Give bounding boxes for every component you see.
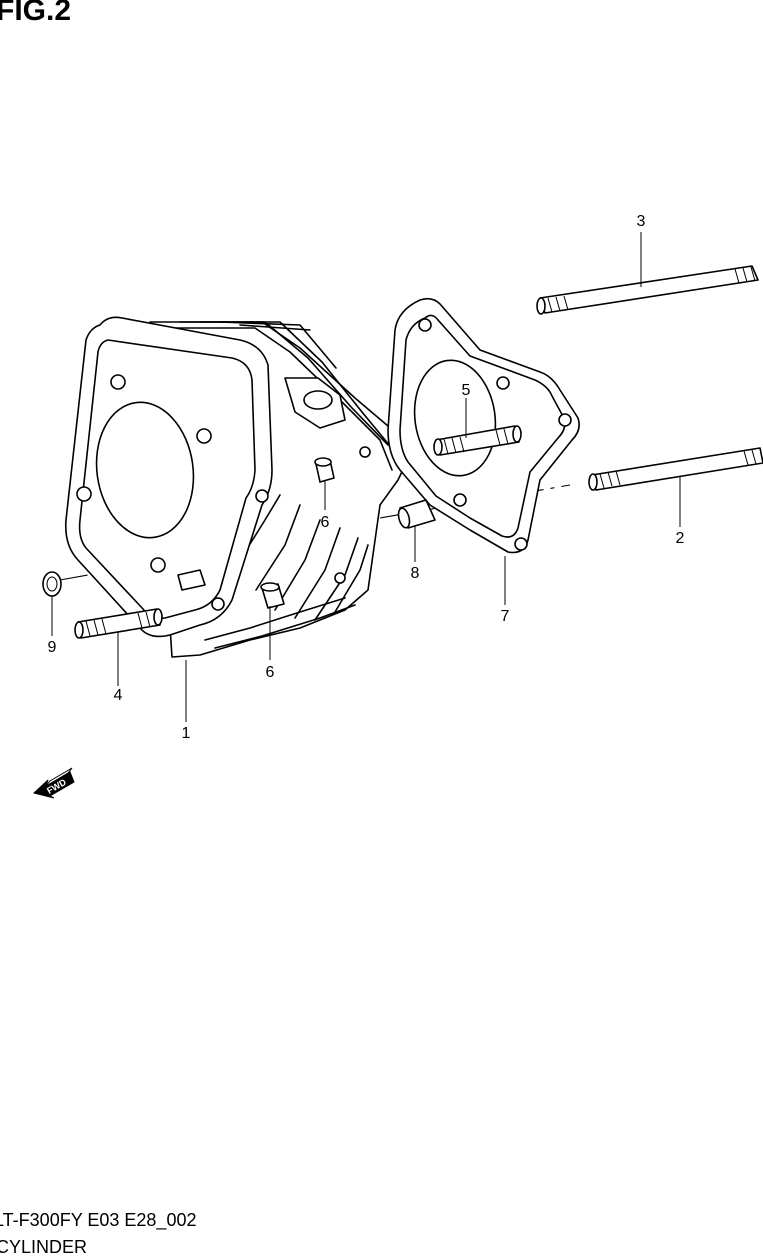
dowel-pin-upper[interactable] [314,457,335,483]
stud-long-top[interactable] [536,265,759,315]
cylinder[interactable] [64,316,411,658]
callout-9[interactable]: 9 [48,639,57,656]
callout-4[interactable]: 4 [114,687,123,704]
figure-title: FIG.2 [0,0,72,27]
leader-lines [51,232,681,722]
dowel-pin-lower[interactable] [260,582,285,609]
figure-name: CYLINDER [0,1237,88,1257]
callout-1[interactable]: 1 [182,725,191,742]
callout-7[interactable]: 7 [501,608,510,625]
callout-2[interactable]: 2 [676,530,685,547]
o-ring[interactable] [42,571,62,597]
callout-5[interactable]: 5 [462,382,471,399]
callout-labels: 1 2 3 4 5 6 6 7 8 9 [48,213,685,742]
stud-left[interactable] [74,608,163,639]
callout-6-upper[interactable]: 6 [321,514,330,531]
dowel-bush[interactable] [397,499,436,529]
stud-short[interactable] [433,425,522,456]
figure-code: LT-F300FY E03 E28_002 [0,1210,197,1230]
callout-8[interactable]: 8 [411,565,420,582]
callout-3[interactable]: 3 [637,213,646,230]
stud-long-right[interactable] [588,447,763,491]
callout-6-lower[interactable]: 6 [266,664,275,681]
fwd-arrow-icon: FWD [32,767,75,799]
